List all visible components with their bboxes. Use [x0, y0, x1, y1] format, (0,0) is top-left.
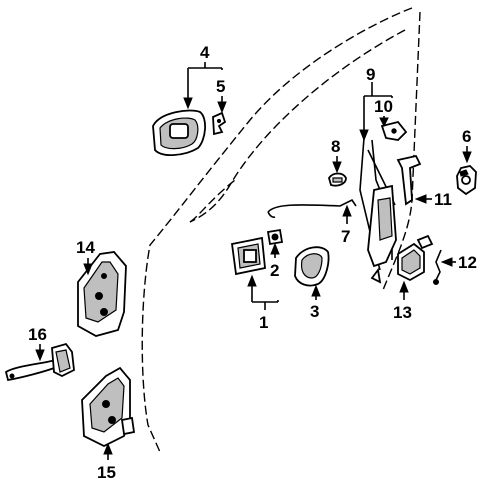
callout-12: 12 — [458, 253, 477, 272]
callout-16: 16 — [28, 325, 47, 344]
callout-14: 14 — [76, 238, 95, 257]
lock-rod-icon[interactable] — [267, 198, 357, 219]
lower-hinge-icon[interactable] — [81, 366, 136, 448]
callout-7: 7 — [341, 227, 350, 246]
callout-3: 3 — [310, 302, 319, 321]
leader-lines — [35, 62, 472, 460]
inside-handle-bezel-icon[interactable] — [152, 109, 206, 156]
callout-8: 8 — [331, 137, 340, 156]
lock-lever-icon[interactable] — [396, 154, 422, 206]
callout-13: 13 — [393, 303, 412, 322]
striker-icon[interactable] — [456, 165, 477, 196]
lock-actuator-icon[interactable] — [397, 234, 434, 282]
lock-cylinder-icon[interactable] — [266, 228, 284, 246]
inside-handle-icon[interactable] — [294, 246, 330, 287]
callout-labels: 4 5 6 8 9 10 7 11 12 13 1 2 3 14 16 15 — [28, 43, 477, 482]
upper-hinge-icon[interactable] — [77, 251, 127, 337]
lock-assembly-icon[interactable] — [359, 137, 397, 284]
callout-10: 10 — [374, 97, 393, 116]
callout-9: 9 — [366, 65, 375, 84]
callout-4: 4 — [200, 43, 210, 62]
clip-icon-5[interactable] — [212, 111, 227, 136]
switch-icon[interactable] — [433, 249, 442, 285]
callout-2: 2 — [270, 261, 279, 280]
lock-bracket-icon[interactable] — [380, 120, 408, 141]
callout-1: 1 — [259, 313, 268, 332]
callout-5: 5 — [216, 77, 225, 96]
door-outline — [141, 7, 421, 453]
outside-handle-icon[interactable] — [230, 236, 266, 276]
clip-icon-8[interactable] — [328, 172, 347, 187]
callout-6: 6 — [462, 127, 471, 146]
callout-11: 11 — [434, 190, 452, 209]
door-check-icon[interactable] — [4, 342, 75, 382]
callout-15: 15 — [97, 463, 116, 482]
